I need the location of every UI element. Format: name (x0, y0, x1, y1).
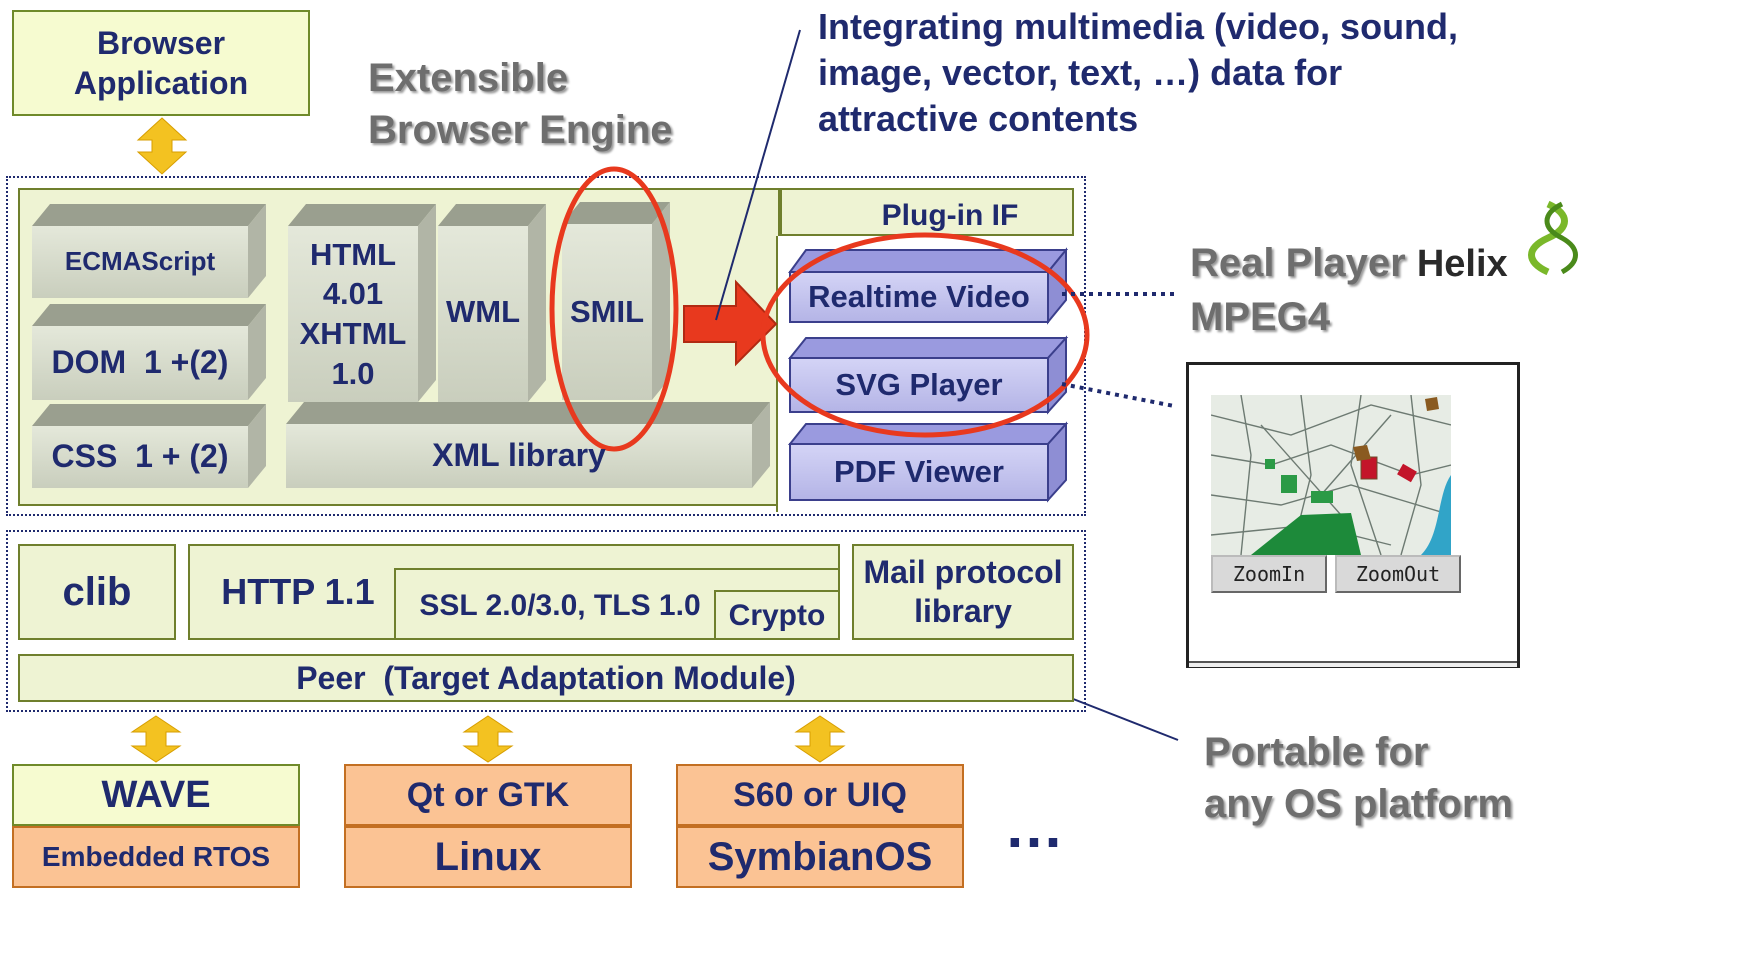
smil-to-plugin-arrow (683, 279, 778, 367)
real-player-text: Real Player (1190, 241, 1406, 285)
pdf-viewer-label: PDF Viewer (833, 453, 1004, 489)
multimedia-callout: Integrating multimedia (video, sound, im… (818, 6, 1459, 140)
plugin-if-label: Plug-in IF (881, 199, 1019, 233)
portable-callout: Portable for any OS platform (1204, 730, 1513, 826)
symbian-connector-arrow (794, 715, 846, 763)
real-player-label: Real Player Helix (1190, 240, 1508, 287)
css-label: CSS 1 + (2) (51, 438, 229, 475)
svg-map-viewer: ZoomIn ZoomOut (1186, 362, 1520, 668)
dom-block (32, 304, 266, 400)
xml-library-label: XML library (432, 437, 606, 474)
html-block (288, 204, 436, 402)
css-block (32, 404, 266, 488)
wml-label: WML (445, 293, 521, 329)
more-platforms-ellipsis: … (1004, 793, 1064, 860)
linux-connector-arrow (462, 715, 514, 763)
wml-block (438, 204, 546, 402)
network-container (6, 530, 1086, 712)
peer-box: Peer (Target Adaptation Module) (18, 654, 1074, 702)
embedded-rtos-box: Embedded RTOS (12, 826, 300, 888)
clib-box: clib (18, 544, 176, 640)
s60-uiq-box: S60 or UIQ (676, 764, 964, 826)
zoom-out-button[interactable]: ZoomOut (1335, 555, 1461, 593)
browser-application-box: Browser Application (12, 10, 310, 116)
crypto-box (714, 590, 840, 640)
ecmascript-block (32, 204, 266, 298)
realtime-video-block (788, 247, 1069, 325)
xml-library-block (286, 402, 770, 488)
wave-box: WAVE (12, 764, 300, 826)
svg-player-connector (1061, 382, 1175, 408)
wave-connector-arrow (130, 715, 182, 763)
helix-logo-text: Helix (1416, 243, 1508, 285)
plugin-highlight-ellipse (760, 232, 1090, 438)
http-label: HTTP 1.1 (221, 570, 375, 612)
linux-box: Linux (344, 826, 632, 888)
svg-player-block (787, 335, 1069, 415)
ecmascript-label: ECMAScript (64, 246, 216, 277)
viewer-bottom-strip (1189, 661, 1517, 667)
realtime-video-label: Realtime Video (808, 278, 1030, 314)
zoom-in-button[interactable]: ZoomIn (1211, 555, 1327, 593)
smil-highlight-ellipse (549, 166, 679, 452)
crypto-label: Crypto (728, 599, 826, 633)
mail-protocol-box: Mail protocol library (852, 544, 1074, 640)
svg-player-label: SVG Player (835, 366, 1003, 402)
html-label: HTML 4.01 XHTML 1.0 (299, 236, 407, 391)
multimedia-leader-line (715, 29, 801, 321)
mpeg4-label: MPEG4 (1190, 295, 1331, 339)
map-image (1211, 395, 1451, 555)
qt-gtk-box: Qt or GTK (344, 764, 632, 826)
symbian-os-box: SymbianOS (676, 826, 964, 888)
smil-block (562, 202, 670, 400)
ssl-label: SSL 2.0/3.0, TLS 1.0 (419, 589, 701, 623)
browser-app-connector-arrow (136, 117, 188, 175)
pdf-viewer-block (787, 421, 1069, 503)
engine-title: Extensible Browser Engine (368, 56, 673, 152)
smil-label: SMIL (569, 293, 645, 329)
dom-label: DOM 1 +(2) (51, 344, 229, 381)
